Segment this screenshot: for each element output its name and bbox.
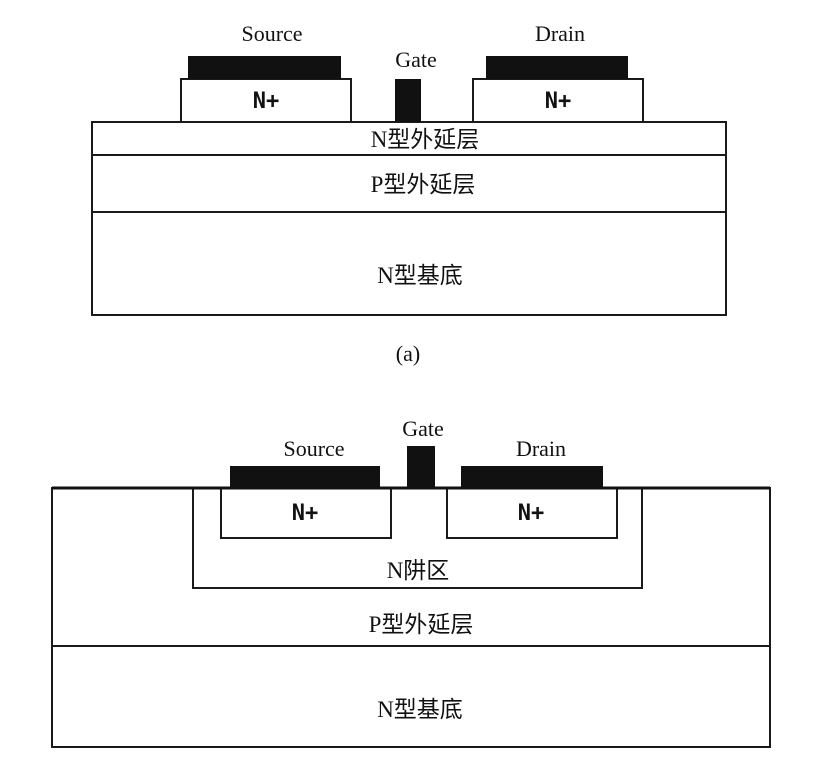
b-gate-electrode <box>407 446 435 489</box>
diagram-a: Source Gate Drain N+ N+ N型外延层 P型外延层 N型基底… <box>91 21 727 366</box>
b-n-substrate-label: N型基底 <box>377 697 463 722</box>
a-n-substrate-label: N型基底 <box>377 263 463 288</box>
b-n-well-region <box>192 488 643 589</box>
a-source-n-plus-region <box>180 78 352 123</box>
a-gate-electrode <box>395 79 421 122</box>
b-gate-label: Gate <box>402 416 444 441</box>
b-drain-region-label: N+ <box>518 501 545 526</box>
b-drain-n-plus-region <box>446 488 618 539</box>
b-p-epitaxial-layer <box>51 487 771 647</box>
diagram-b: Source Gate Drain N+ N+ N阱区 P型外延层 N型基底 <box>51 416 771 748</box>
a-drain-contact <box>486 56 628 79</box>
b-drain-contact <box>461 466 603 489</box>
b-source-region-label: N+ <box>292 501 319 526</box>
a-source-region-label: N+ <box>253 89 280 114</box>
a-n-epitaxial-label: N型外延层 <box>371 127 480 152</box>
b-source-contact <box>230 466 380 489</box>
a-drain-label: Drain <box>535 21 585 46</box>
a-caption: (a) <box>396 341 420 366</box>
b-n-substrate-layer <box>51 645 771 748</box>
b-n-well-label: N阱区 <box>387 558 450 583</box>
a-p-epitaxial-label: P型外延层 <box>371 172 476 197</box>
a-p-epitaxial-layer <box>91 154 727 213</box>
a-source-label: Source <box>241 21 302 46</box>
b-drain-label: Drain <box>516 436 566 461</box>
b-p-epitaxial-label: P型外延层 <box>369 612 474 637</box>
a-gate-label: Gate <box>395 47 437 72</box>
a-drain-n-plus-region <box>472 78 644 123</box>
b-source-n-plus-region <box>220 488 392 539</box>
a-n-substrate-layer <box>91 211 727 316</box>
b-source-label: Source <box>283 436 344 461</box>
a-source-contact <box>188 56 341 79</box>
a-drain-region-label: N+ <box>545 89 572 114</box>
